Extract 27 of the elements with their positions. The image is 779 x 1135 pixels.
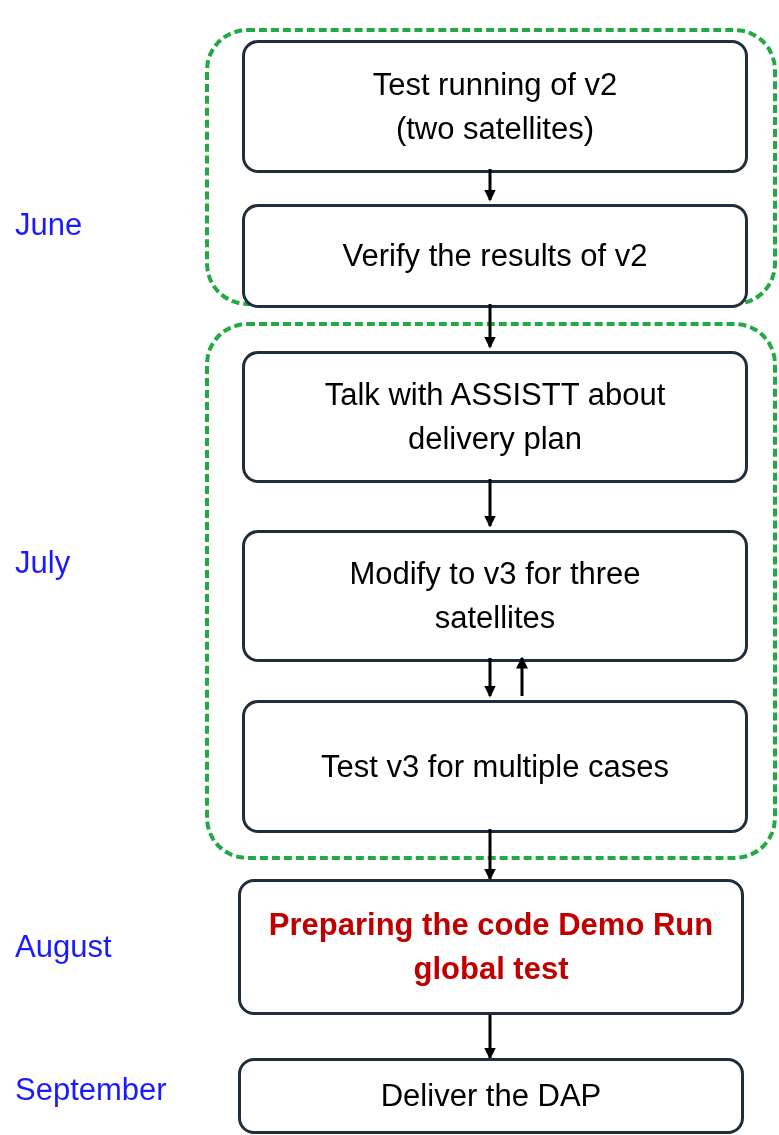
group-frame	[205, 28, 777, 306]
box-text: Test running of v2 (two satellites)	[371, 65, 619, 148]
process-box	[242, 351, 748, 483]
process-box	[242, 530, 748, 662]
process-box	[242, 204, 748, 308]
arrow	[484, 304, 496, 349]
box-text: Test v3 for multiple cases	[321, 747, 669, 786]
process-box	[242, 40, 748, 173]
month-label: June	[15, 206, 83, 244]
box-text: Modify to v3 for three satellites	[348, 555, 642, 637]
box-text: Verify the results of v2	[342, 237, 648, 275]
box-text: Talk with ASSISTT about delivery plan	[323, 376, 667, 458]
arrow	[484, 479, 496, 528]
arrow	[484, 658, 496, 698]
arrow	[484, 169, 496, 202]
arrow	[516, 656, 528, 696]
month-label: July	[15, 544, 71, 582]
month-label: August	[15, 928, 112, 966]
arrow	[484, 1015, 496, 1060]
process-box	[238, 1058, 744, 1134]
arrow	[484, 829, 496, 881]
process-box	[242, 700, 748, 833]
process-box	[238, 879, 744, 1015]
group-frame	[205, 322, 777, 860]
box-text: Deliver the DAP	[380, 1077, 602, 1115]
month-label: September	[15, 1071, 167, 1109]
box-text: Preparing the code Demo Run global test	[267, 906, 715, 988]
